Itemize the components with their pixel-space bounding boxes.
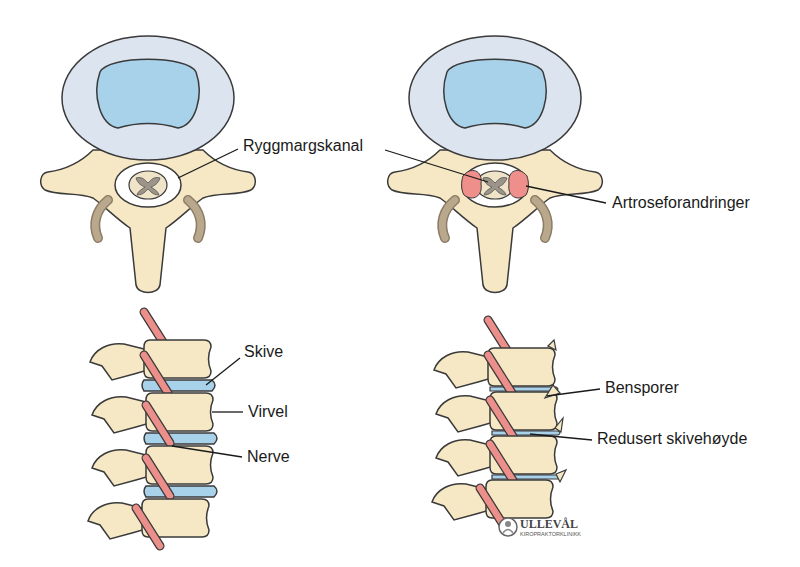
spine-side-degenerated <box>432 320 566 526</box>
spine-side-healthy <box>88 312 217 546</box>
leader-lines <box>172 149 606 457</box>
vertebra-top-healthy <box>41 36 256 293</box>
vertebra-top-arthrosis-part <box>388 36 603 293</box>
vertebra-top-arthrosis-part <box>509 170 529 198</box>
spine-side-healthy-part <box>144 355 168 393</box>
leader-lines-part <box>526 186 606 203</box>
spine-side-healthy-part <box>146 458 170 496</box>
part-label: Virvel <box>248 403 288 421</box>
part-label: Redusert skivehøyde <box>597 430 747 448</box>
spine-side-healthy-part <box>142 380 215 391</box>
leader-lines-part <box>385 150 488 182</box>
spine-side-healthy-part <box>144 433 217 444</box>
leader-lines-part <box>212 411 243 412</box>
logo-mark-part <box>505 521 511 527</box>
spine-side-degenerated-part <box>555 418 563 432</box>
leader-lines-part <box>530 434 592 440</box>
part-label: Artroseforandringer <box>612 194 750 212</box>
leader-lines-part <box>172 446 242 457</box>
spine-side-degenerated-part <box>490 444 514 482</box>
spine-side-degenerated-part <box>480 488 504 526</box>
part-label: Skive <box>244 343 283 361</box>
spine-side-degenerated-part <box>556 470 566 482</box>
vertebra-top-arthrosis <box>388 36 603 293</box>
part-label: Ryggmargskanal <box>243 137 363 155</box>
spine-side-degenerated-part <box>492 475 560 479</box>
watermark: ULLEVÅL <box>520 518 578 532</box>
leader-lines-part <box>547 389 600 396</box>
spine-side-degenerated-part <box>488 355 512 393</box>
spine-side-degenerated-part <box>490 387 558 391</box>
spine-side-healthy-part <box>146 405 170 443</box>
leader-lines-part <box>178 149 238 178</box>
part-label: Bensporer <box>605 379 679 397</box>
vertebra-top-healthy-part <box>41 36 256 293</box>
logo-mark <box>499 518 517 536</box>
spine-side-degenerated-part <box>548 340 556 350</box>
spine-side-healthy-part <box>136 508 160 546</box>
part-label: Nerve <box>247 448 290 466</box>
spine-side-healthy-part <box>144 486 217 497</box>
spine-side-degenerated-part <box>492 431 560 435</box>
leader-lines-part <box>206 358 240 385</box>
logo-mark-part <box>503 530 513 534</box>
watermark: KIROPRAKTORKLINIKK <box>520 531 581 537</box>
spine-side-degenerated-part <box>490 400 514 438</box>
logo-mark-part <box>499 518 517 536</box>
